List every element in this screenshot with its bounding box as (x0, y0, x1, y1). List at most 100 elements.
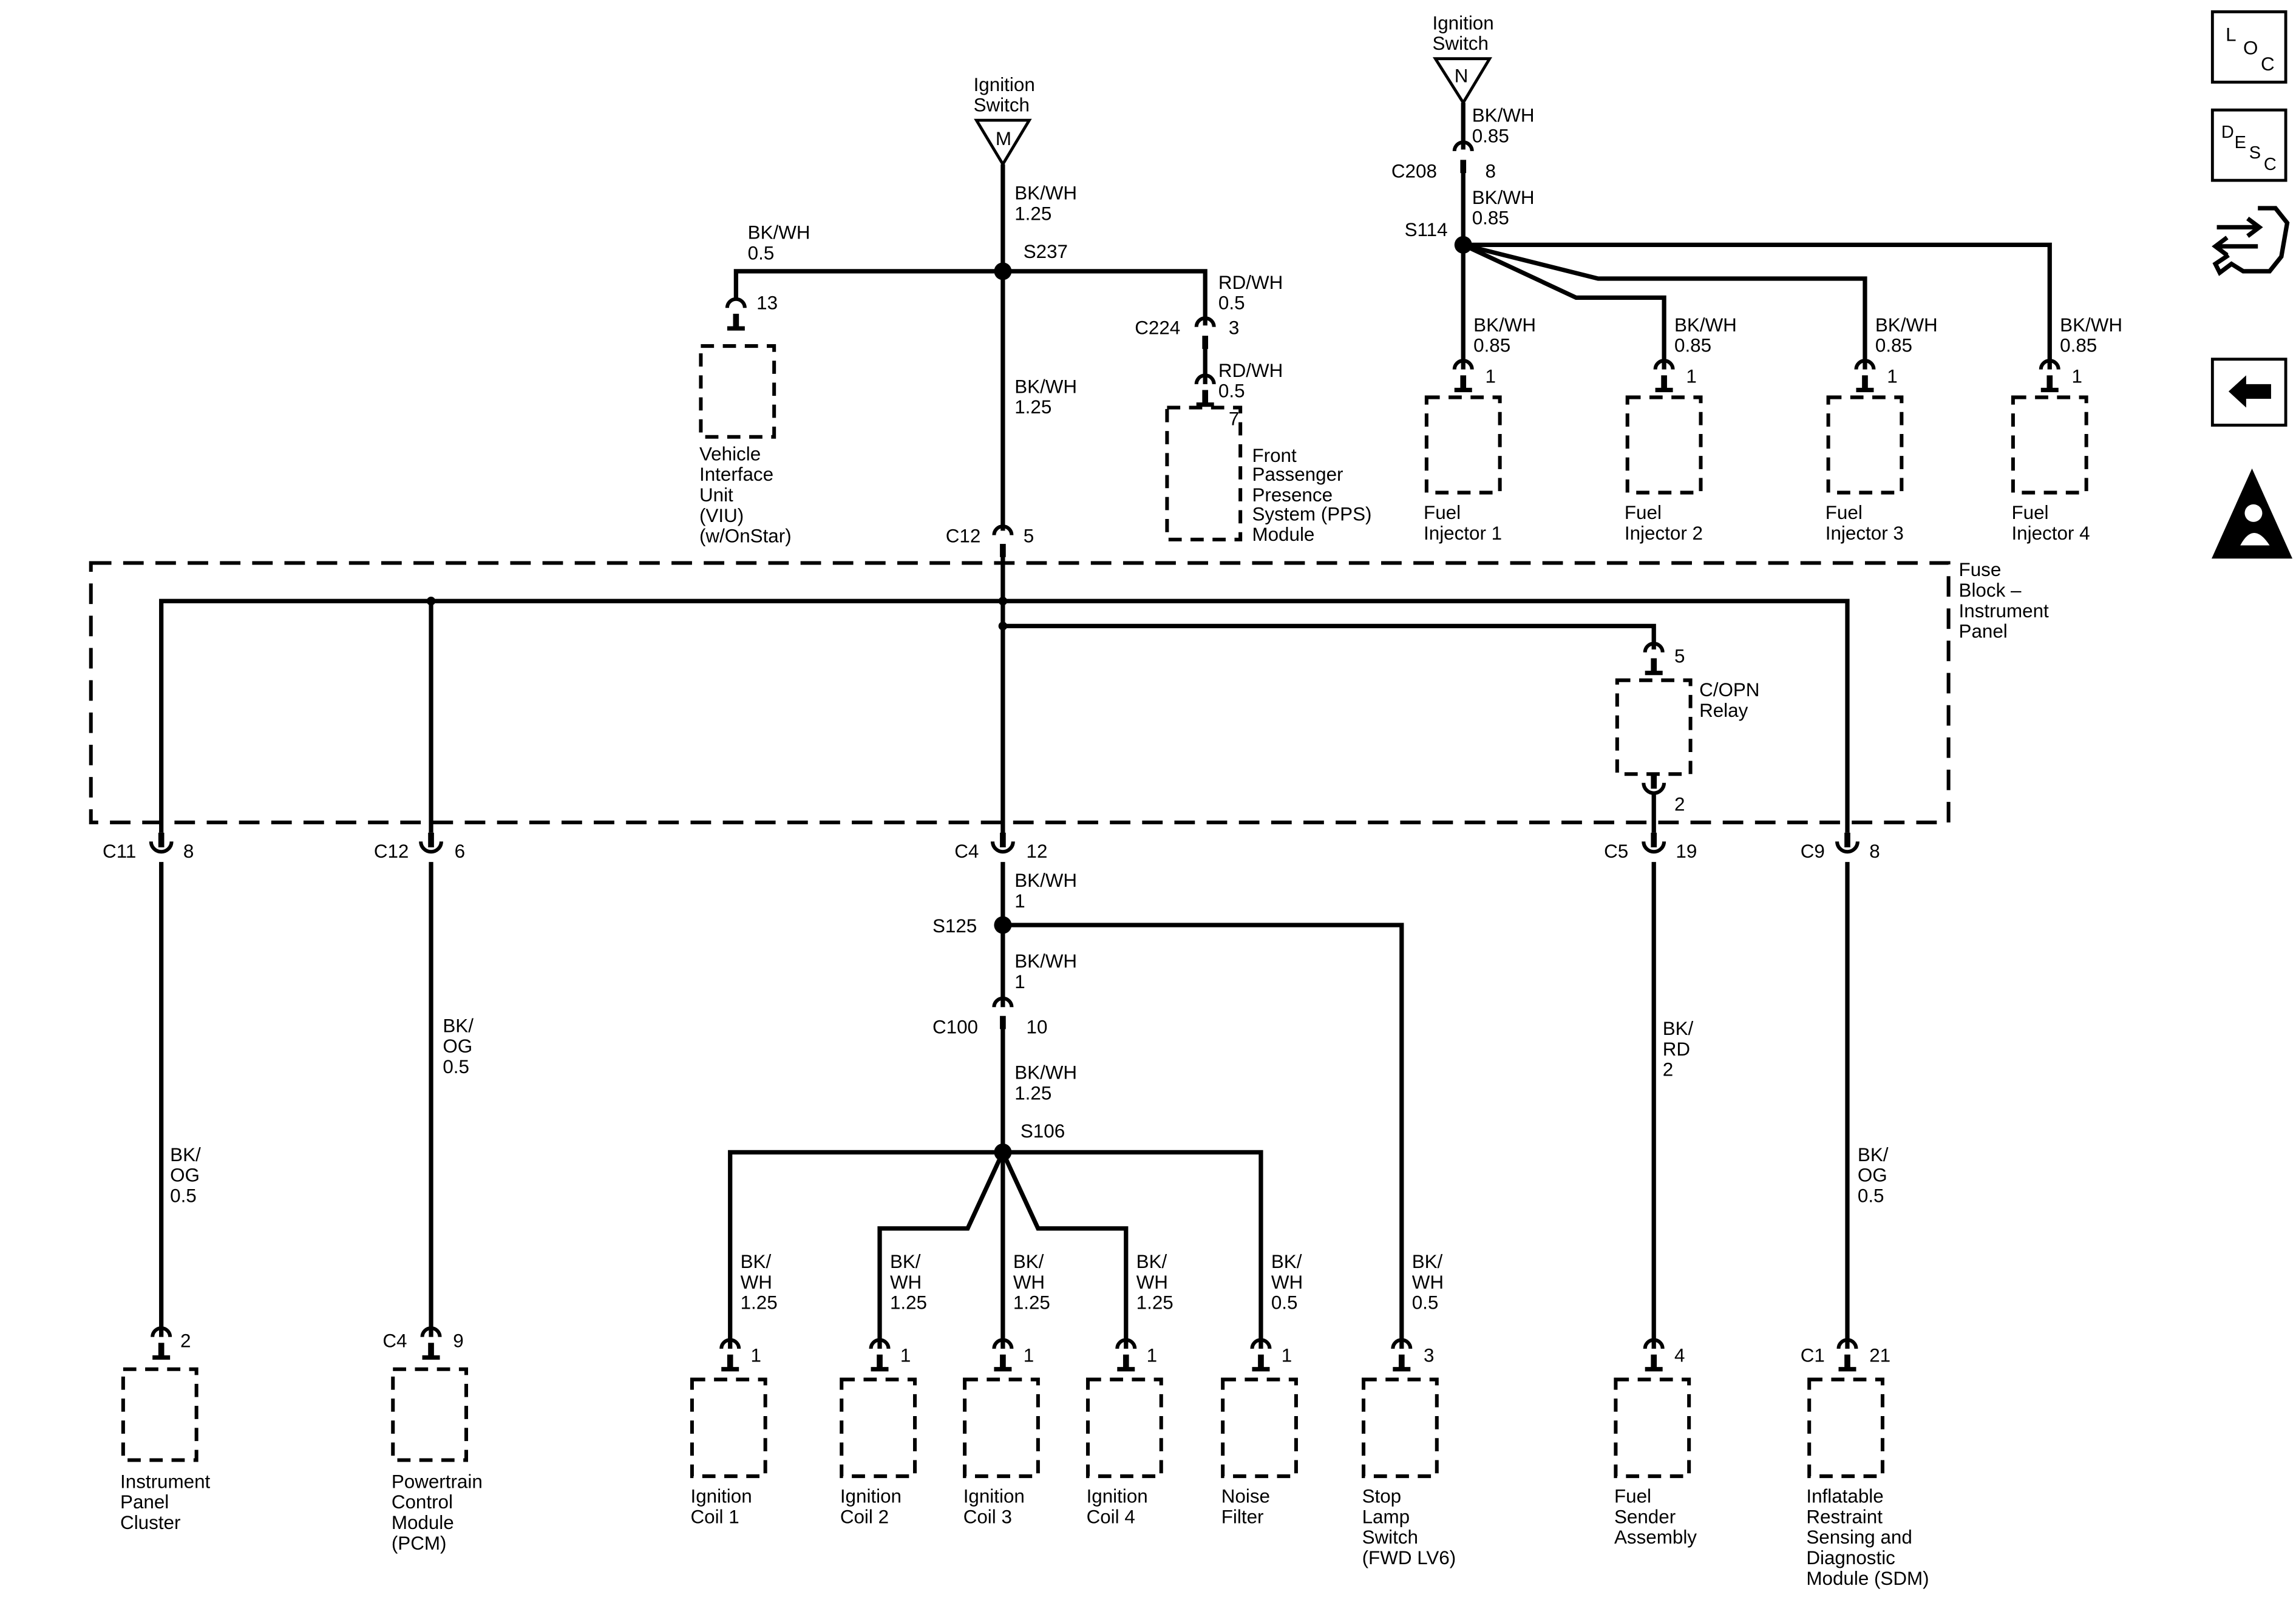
wire-label: 1.25 (741, 1292, 778, 1314)
connector-pin: 3 (1229, 317, 1239, 339)
pin-label: 5 (1674, 646, 1685, 667)
stop-label: Switch (1362, 1527, 1418, 1548)
wire-label: BK/ (890, 1251, 921, 1272)
viu-label: (w/OnStar) (699, 526, 792, 547)
inj1-label: Fuel (1424, 502, 1461, 523)
wire-label: 0.5 (443, 1056, 469, 1077)
viu-label: (VIU) (699, 505, 744, 526)
wire-size: 1.25 (1014, 396, 1051, 418)
airbag-warning-icon[interactable] (2212, 468, 2293, 559)
wire-label: WH (1271, 1272, 1303, 1293)
box-coil2 (840, 1377, 917, 1479)
pin-label: 1 (1024, 1345, 1034, 1366)
loc-button[interactable]: L O C (2210, 10, 2288, 84)
stop-label: Lamp (1362, 1506, 1410, 1527)
pps-label: Module (1252, 524, 1314, 545)
fuse-block-label: Panel (1959, 621, 2008, 642)
viu-label: Vehicle (699, 443, 761, 464)
wire-color: BK/WH (748, 222, 810, 243)
connector-pin: 5 (1024, 526, 1034, 547)
wire-size: 0.85 (1875, 335, 1912, 356)
desc-c: C (2264, 155, 2277, 174)
wire-label: WH (890, 1272, 922, 1293)
inj3-label: Fuel (1826, 502, 1863, 523)
desc-button[interactable]: D E S C (2210, 108, 2288, 182)
wire-size: 0.85 (1674, 335, 1711, 356)
pps-label: Presence (1252, 484, 1333, 506)
wire-label: BK/ (1412, 1251, 1443, 1272)
wire-label: BK/ (1271, 1251, 1302, 1272)
wire-size: 1 (1014, 890, 1025, 912)
box-pps (1165, 405, 1243, 541)
bus-junction (998, 622, 1008, 631)
back-button[interactable] (2210, 358, 2288, 427)
wire-size: 0.85 (1472, 208, 1509, 229)
fuel-sender-label: Fuel (1614, 1486, 1651, 1507)
wire-label: 1.25 (1013, 1292, 1050, 1314)
splice-s237 (994, 262, 1012, 280)
pin-label: 1 (2071, 365, 2082, 387)
wire-label: 1.25 (890, 1292, 927, 1314)
sdm-label: Restraint (1806, 1506, 1883, 1527)
wire-label: 0.5 (1412, 1292, 1439, 1314)
wire-label: OG (443, 1036, 472, 1057)
wire-size: 0.85 (1473, 335, 1510, 356)
wire-size: 0.5 (748, 243, 775, 264)
ipc-label: Instrument (120, 1471, 211, 1492)
coil4-label: Ignition (1087, 1486, 1148, 1507)
box-inj2 (1625, 395, 1703, 495)
connector-name: C4 (382, 1331, 407, 1352)
box-noise (1221, 1377, 1298, 1479)
wire-color: BK/WH (1875, 314, 1938, 336)
connector-name: C9 (1801, 841, 1825, 862)
wire-label: 1.25 (1136, 1292, 1173, 1314)
coil1-label: Ignition (690, 1486, 752, 1507)
noise-label: Noise (1221, 1486, 1270, 1507)
wire-label: BK/ (443, 1015, 474, 1036)
wire-label: WH (1013, 1272, 1045, 1293)
wire-color: BK/WH (1674, 314, 1737, 336)
inj2-label: Fuel (1625, 502, 1662, 523)
connector-tool-icon[interactable] (2212, 206, 2290, 276)
box-viu (699, 344, 776, 439)
sdm-label: Diagnostic (1806, 1547, 1895, 1568)
wires (159, 103, 2052, 1349)
loc-l: L (2226, 24, 2236, 46)
viu-label: Interface (699, 464, 773, 485)
connector-c12-top (994, 526, 1011, 557)
splice-label: S114 (1405, 219, 1448, 240)
pin-label: 1 (1887, 365, 1897, 387)
wire-color: BK/WH (1473, 314, 1536, 336)
stop-label: Stop (1362, 1486, 1402, 1507)
connector-name: C12 (946, 526, 981, 547)
pin-label: 3 (1424, 1345, 1434, 1366)
ignition-switch-n: Ignition Switch N (1433, 12, 1494, 106)
relay-label: C/OPN (1699, 679, 1759, 700)
pcm-label: Powertrain (392, 1471, 483, 1492)
fuse-outputs (149, 774, 1860, 854)
ign-n-line1: Ignition (1433, 12, 1494, 33)
fuse-block-label: Instrument (1959, 600, 2050, 622)
box-inj4 (2011, 395, 2088, 495)
connector-name: C208 (1391, 160, 1437, 181)
wire-label: BK/ (1858, 1144, 1889, 1165)
box-coil4 (1085, 1377, 1163, 1479)
box-coil3 (963, 1377, 1040, 1479)
connector-pin: 19 (1676, 841, 1697, 862)
wire-label: BK/ (170, 1144, 201, 1165)
connector-pin: 9 (453, 1331, 463, 1352)
wire-size: 0.5 (1218, 293, 1245, 314)
sdm-label: Module (SDM) (1806, 1568, 1929, 1589)
wire-label: RD (1663, 1039, 1690, 1060)
stop-label: (FWD LV6) (1362, 1547, 1456, 1568)
inj3-label: Injector 3 (1826, 523, 1904, 544)
wire-size: 0.5 (1218, 381, 1245, 402)
box-coil1 (690, 1377, 767, 1479)
pin-label: 1 (1147, 1345, 1157, 1366)
box-relay (1615, 678, 1693, 776)
connector-pin: 21 (1869, 1345, 1890, 1366)
noise-label: Filter (1221, 1506, 1264, 1527)
wire-label: BK/ (1136, 1251, 1167, 1272)
pin-label: 13 (756, 293, 778, 314)
